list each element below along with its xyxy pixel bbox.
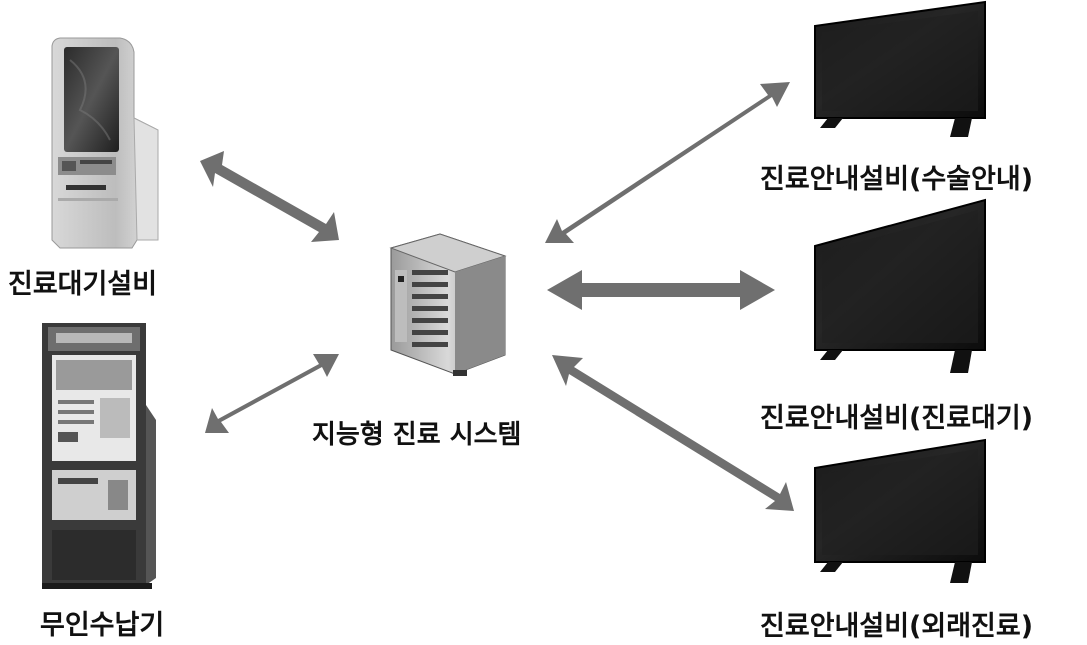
arrow-payment-server	[205, 354, 339, 433]
waiting-kiosk-label: 진료대기설비	[8, 269, 158, 300]
display-waiting-label: 진료안내설비(진료대기)	[760, 403, 1034, 434]
server-icon	[389, 233, 507, 376]
arrow-server-tv3	[552, 355, 794, 511]
payment-machine-icon	[42, 323, 156, 589]
display-surgery-label: 진료안내설비(수술안내)	[760, 164, 1034, 195]
waiting-kiosk-icon	[51, 37, 159, 249]
arrow-server-tv2	[547, 270, 775, 310]
payment-machine-label: 무인수납기	[40, 610, 165, 641]
display-surgery-icon	[814, 0, 986, 137]
display-outpatient-label: 진료안내설비(외래진료)	[760, 611, 1034, 642]
display-waiting-icon	[814, 198, 986, 373]
display-outpatient-icon	[814, 438, 986, 583]
arrow-kiosk-server	[200, 151, 339, 242]
server-label: 지능형 진료 시스템	[312, 420, 522, 450]
arrow-server-tv1	[545, 82, 790, 243]
